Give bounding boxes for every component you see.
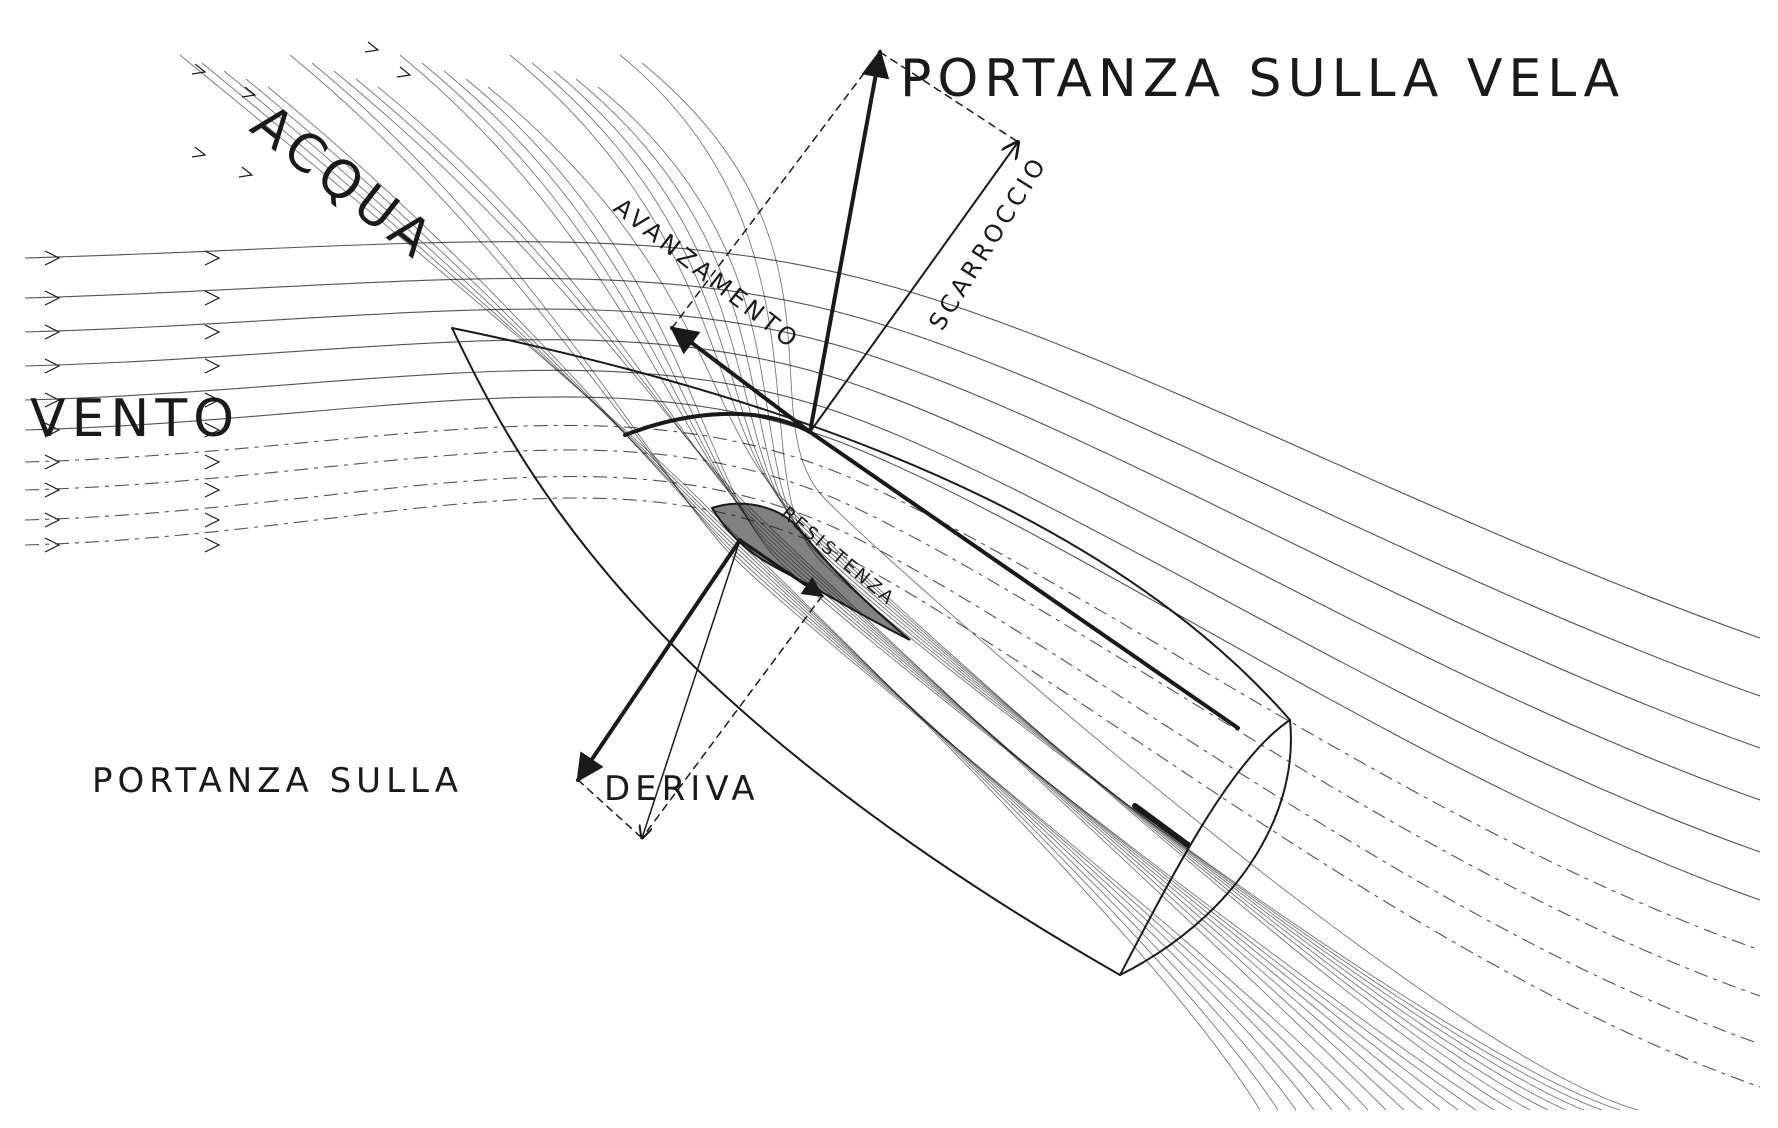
- wind-streamline: [24, 396, 1761, 901]
- label-portanza-vela: PORTANZA SULLA VELA: [900, 49, 1625, 109]
- water-arrowhead: [396, 66, 412, 78]
- wind-arrowhead: [204, 358, 221, 374]
- water-streamline: [443, 70, 1477, 1111]
- water-streamline: [179, 54, 1261, 1111]
- wind-arrowhead: [44, 290, 61, 306]
- water-streamline: [399, 54, 1441, 1111]
- wind-arrowhead: [204, 512, 221, 528]
- resistance-arrow: [738, 538, 824, 598]
- sail: [623, 411, 1240, 730]
- wind-streamline: [24, 277, 1761, 697]
- wind-arrowhead: [44, 250, 61, 266]
- water-streamline: [641, 62, 1639, 1111]
- water-streamline: [531, 62, 1549, 1111]
- wind-arrowhead: [204, 324, 221, 340]
- water-streamline: [487, 86, 1513, 1111]
- water-arrowhead: [241, 86, 257, 98]
- water-arrowhead: [191, 63, 207, 75]
- wind-arrowhead: [204, 392, 221, 408]
- water-streamline: [333, 70, 1387, 1111]
- wind-arrowhead: [44, 392, 61, 408]
- water-streamline: [597, 86, 1603, 1111]
- water-streamline: [267, 86, 1333, 1111]
- water-streamline: [421, 62, 1459, 1111]
- water-streamline: [311, 62, 1369, 1111]
- label-portanza-sulla: PORTANZA SULLA: [92, 761, 463, 801]
- water-arrowhead: [238, 166, 254, 178]
- water-streamline: [245, 78, 1315, 1111]
- wind-arrowhead: [204, 422, 221, 438]
- advance-dashed: [671, 51, 881, 329]
- leeway-arrow: [809, 142, 1018, 433]
- keel-fin: [710, 502, 911, 641]
- keel-dashed-1: [577, 779, 643, 839]
- keel-thin-arrow: [642, 539, 741, 838]
- wind-streamline: [24, 475, 1761, 1045]
- label-scarroccio: SCARROCCIO: [923, 151, 1053, 336]
- wind-arrowhead: [204, 290, 221, 306]
- water-streamline: [377, 86, 1423, 1111]
- wind-streamline: [24, 497, 1761, 1088]
- wind-arrowhead: [44, 454, 61, 470]
- water-streamline: [223, 70, 1297, 1111]
- wind-arrowhead: [204, 454, 221, 470]
- water-streamline: [553, 70, 1567, 1111]
- wind-streamline: [24, 369, 1761, 853]
- water-arrowhead: [191, 146, 207, 158]
- wind-streamline: [24, 339, 1761, 801]
- wind-arrowhead: [44, 482, 61, 498]
- wind-streamline: [24, 449, 1761, 997]
- wind-arrowhead: [44, 324, 61, 340]
- wind-arrowhead: [204, 250, 221, 266]
- sail-lift-arrow: [808, 49, 890, 434]
- wind-arrowhead: [204, 482, 221, 498]
- wind-arrowhead: [44, 537, 61, 553]
- wind-streamline: [24, 424, 1761, 951]
- water-streamline: [575, 78, 1585, 1111]
- hull-outline: [451, 327, 1292, 976]
- leeway-dashed: [879, 51, 1019, 143]
- advance-arrow: [669, 326, 812, 434]
- water-streamline: [509, 54, 1531, 1111]
- wind-streamline: [24, 308, 1761, 749]
- label-vento: VENTO: [30, 389, 240, 449]
- water-streamline: [201, 62, 1279, 1111]
- wind-arrowhead: [204, 537, 221, 553]
- wind-arrowhead: [44, 422, 61, 438]
- wind-streamlines: [24, 241, 1761, 1088]
- water-arrowhead: [364, 41, 380, 53]
- wind-streamline: [24, 241, 1761, 639]
- hull-transom: [1119, 719, 1291, 976]
- wind-arrowhead: [44, 512, 61, 528]
- keel-lift-arrow: [576, 538, 742, 783]
- stern-mark: [1132, 803, 1191, 848]
- wind-arrowhead: [44, 358, 61, 374]
- keel-dashed-2: [641, 595, 823, 839]
- label-deriva: DERIVA: [604, 769, 760, 809]
